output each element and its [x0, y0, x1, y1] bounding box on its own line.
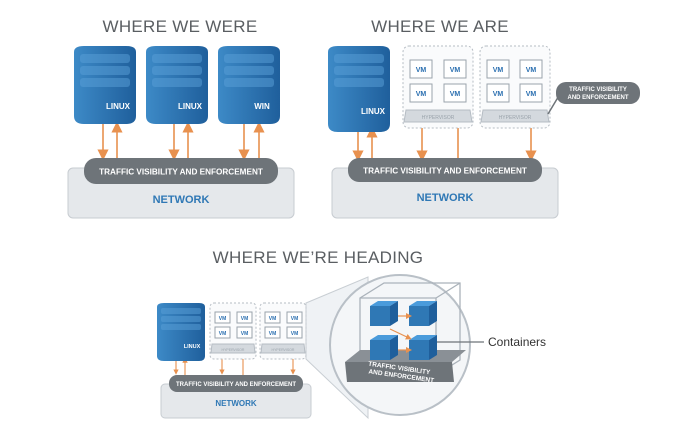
container-cube-3 [370, 335, 398, 360]
container-cube-2 [409, 301, 437, 326]
svg-text:VM: VM [241, 316, 249, 322]
svg-text:VM: VM [219, 331, 227, 337]
vm-box [214, 326, 231, 339]
virtual-host-1: HYPERVISOR VM VM VM VM [402, 45, 474, 129]
panel-title-were: WHERE WE WERE [102, 17, 257, 36]
virtual-host-small-2: HYPERVISOR VM VM VM VM [259, 302, 307, 360]
vm-box [264, 326, 281, 339]
vm-box: VM [443, 83, 467, 103]
server-linux-1: LINUX [74, 46, 136, 124]
panel-where-we-are: WHERE WE ARE NETWORK LINUX HYPERVISOR [328, 17, 640, 219]
server-label: LINUX [361, 107, 386, 116]
traffic-arrows-were [97, 121, 265, 161]
zoom-traffic-base: TRAFFIC VISIBILITY AND ENFORCEMENT [345, 350, 466, 385]
svg-text:VM: VM [269, 316, 277, 322]
panel-title-are: WHERE WE ARE [371, 17, 509, 36]
virtual-host-2: HYPERVISOR VM VM VM VM [479, 45, 551, 129]
server-label: LINUX [184, 344, 201, 350]
server-linux-2: LINUX [146, 46, 208, 124]
panel-where-we-were: WHERE WE WERE NETWORK LINUX LINUX [67, 17, 295, 219]
vm-box: VM [409, 83, 433, 103]
server-linux-are: LINUX [328, 46, 390, 132]
callout-line-1: TRAFFIC VISIBILITY [569, 87, 627, 93]
hypervisor-label: HYPERVISOR [422, 115, 455, 121]
traffic-label-were: TRAFFIC VISIBILITY AND ENFORCEMENT [99, 168, 263, 177]
vm-box [264, 311, 281, 324]
svg-text:VM: VM [241, 331, 249, 337]
svg-text:VM: VM [493, 91, 504, 98]
svg-text:VM: VM [291, 331, 299, 337]
panel-where-were-heading: WHERE WE’RE HEADING NETWORK LINUX HYPERV… [157, 248, 546, 420]
traffic-label-heading: TRAFFIC VISIBILITY AND ENFORCEMENT [176, 382, 296, 388]
vm-box: VM [486, 59, 510, 79]
svg-text:VM: VM [493, 67, 504, 74]
vm-box [236, 311, 253, 324]
containers-label: Containers [488, 335, 546, 349]
panel-title-heading: WHERE WE’RE HEADING [213, 248, 424, 267]
server-label: LINUX [106, 102, 131, 111]
vm-box [236, 326, 253, 339]
server-label: LINUX [178, 102, 203, 111]
hypervisor-label: HYPERVISOR [272, 348, 295, 352]
traffic-bar-are [348, 158, 542, 182]
container-cube-1 [370, 301, 398, 326]
svg-text:VM: VM [269, 331, 277, 337]
container-cube-4 [409, 335, 437, 360]
vm-box: VM [486, 83, 510, 103]
traffic-bar-heading [169, 375, 303, 392]
container-arrows [389, 313, 412, 353]
virtual-host-small-1: HYPERVISOR VM VM VM VM [209, 302, 257, 360]
vm-box: VM [443, 59, 467, 79]
vm-box: VM [519, 83, 543, 103]
traffic-callout-are [556, 82, 640, 104]
server-label: WIN [254, 102, 270, 111]
vm-box [286, 311, 303, 324]
vm-box: VM [519, 59, 543, 79]
svg-text:VM: VM [450, 67, 461, 74]
vm-box: VM [409, 59, 433, 79]
svg-text:VM: VM [291, 316, 299, 322]
svg-text:VM: VM [526, 67, 537, 74]
network-label-were: NETWORK [153, 194, 210, 206]
callout-line-2: AND ENFORCEMENT [568, 95, 629, 101]
hypervisor-label: HYPERVISOR [499, 115, 532, 121]
zoom-circle [329, 274, 471, 416]
network-label-heading: NETWORK [215, 399, 257, 408]
svg-text:VM: VM [416, 91, 427, 98]
server-linux-heading: LINUX [157, 303, 205, 361]
vm-box [286, 326, 303, 339]
vm-box [214, 311, 231, 324]
svg-text:VM: VM [219, 316, 227, 322]
hypervisor-label: HYPERVISOR [222, 348, 245, 352]
server-win: WIN [218, 46, 280, 124]
network-label-are: NETWORK [417, 192, 474, 204]
svg-text:VM: VM [450, 91, 461, 98]
traffic-label-are: TRAFFIC VISIBILITY AND ENFORCEMENT [363, 167, 527, 176]
svg-text:VM: VM [526, 91, 537, 98]
svg-text:VM: VM [416, 67, 427, 74]
traffic-bar-were [84, 158, 278, 184]
